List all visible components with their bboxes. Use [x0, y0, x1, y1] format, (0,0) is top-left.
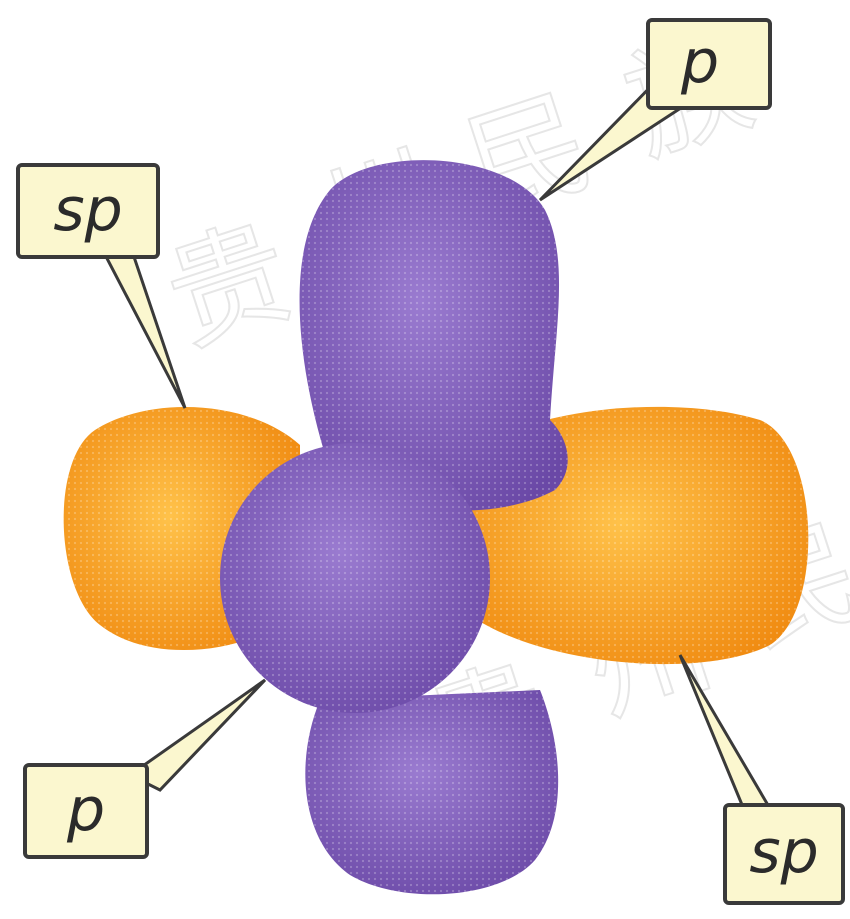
label-sp-bottom-right: sp: [749, 817, 818, 887]
label-sp-top-left: sp: [53, 175, 122, 245]
p-orbital-center: [220, 443, 490, 713]
label-p-top-right: p: [680, 27, 719, 97]
callout-sp-top-left: sp: [18, 165, 185, 408]
label-p-bottom-left: p: [66, 775, 105, 845]
p-orbital-lower: [305, 690, 558, 894]
callout-p-bottom-left: p: [25, 680, 265, 857]
watermark-char: 贵: [151, 202, 308, 371]
